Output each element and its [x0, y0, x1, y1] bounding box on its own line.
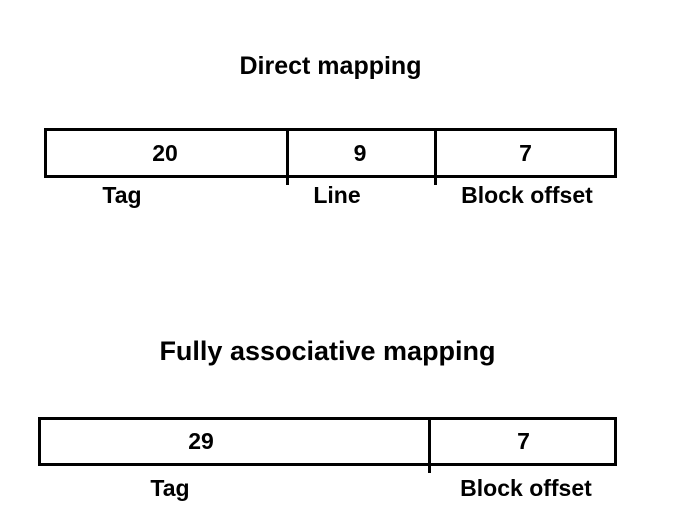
title-fully-associative-mapping: Fully associative mapping [159, 336, 496, 366]
divider-tag-offset [428, 417, 431, 473]
address-box-fully-associative [38, 417, 617, 466]
bit-count-line-direct: 9 [353, 140, 367, 166]
address-box-direct-mapping [44, 128, 617, 178]
bit-count-offset-direct: 7 [519, 140, 532, 166]
title-direct-mapping: Direct mapping [239, 52, 422, 80]
field-label-line-direct: Line [313, 182, 361, 208]
divider-line-offset [434, 128, 437, 185]
bit-count-tag-associative: 29 [188, 428, 214, 454]
bit-count-tag-direct: 20 [152, 140, 178, 166]
divider-tag-line [286, 128, 289, 185]
field-label-tag-associative: Tag [150, 475, 190, 501]
field-label-offset-direct: Block offset [461, 182, 593, 208]
field-label-tag-direct: Tag [102, 182, 142, 208]
field-label-offset-associative: Block offset [460, 475, 592, 501]
bit-count-offset-associative: 7 [517, 428, 530, 454]
